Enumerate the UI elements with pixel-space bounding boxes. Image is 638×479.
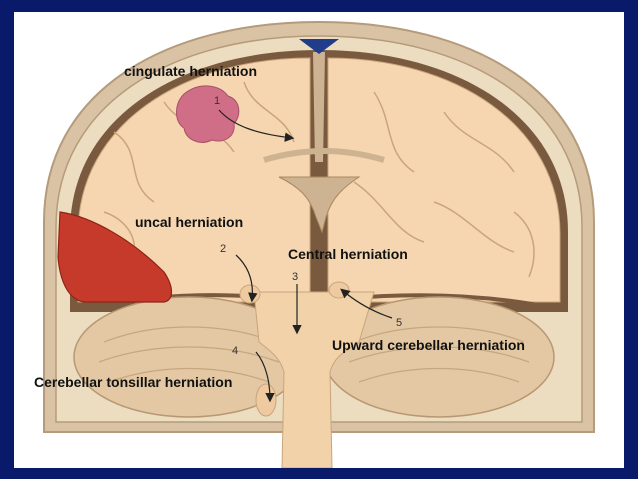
label-central-herniation: Central herniation (288, 246, 408, 262)
epidural-hematoma (57, 211, 173, 303)
left-hemisphere (77, 57, 311, 303)
label-upward-cerebellar-herniation: Upward cerebellar herniation (332, 337, 525, 353)
lateral-ventricles (278, 176, 361, 234)
cerebellar-tonsil (255, 383, 277, 417)
diagram-canvas: 1 2 3 4 5 cingulate herniation uncal her… (14, 12, 624, 468)
cerebellar-folia (98, 326, 530, 383)
arrow-4 (255, 351, 275, 403)
falx (313, 52, 325, 162)
uncus (239, 284, 261, 304)
arrow-1 (218, 109, 295, 142)
marker-1: 1 (214, 95, 220, 107)
marker-4: 4 (232, 345, 238, 357)
marker-5: 5 (396, 317, 402, 329)
label-cingulate-herniation: cingulate herniation (124, 63, 258, 79)
sagittal-sinus (299, 39, 339, 54)
marker-3: 3 (292, 271, 298, 283)
corpus-callosum (263, 148, 385, 163)
arrow-2 (235, 254, 258, 303)
marker-2: 2 (220, 243, 226, 255)
brainstem (253, 291, 375, 468)
brain-herniation-diagram: 1 2 3 4 5 (43, 20, 595, 468)
right-medial-bump (328, 281, 350, 299)
cingulate-mass (176, 85, 240, 143)
label-cerebellar-tonsillar-herniation: Cerebellar tonsillar herniation (34, 374, 233, 390)
label-uncal-herniation: uncal herniation (135, 214, 244, 230)
arrow-5 (340, 288, 393, 319)
